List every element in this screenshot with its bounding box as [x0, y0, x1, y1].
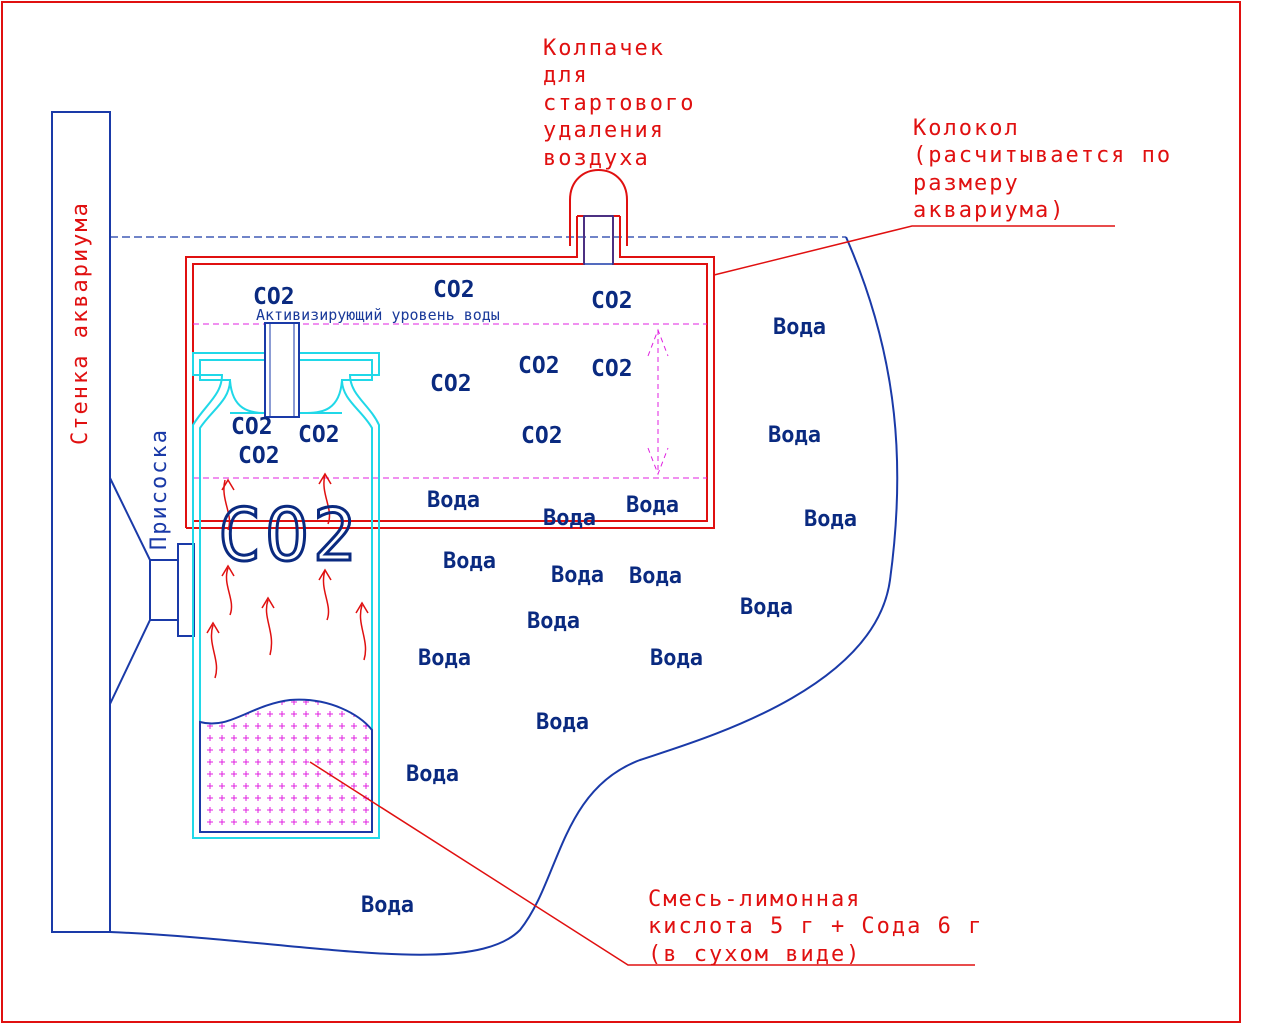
bell-leader-line — [713, 225, 1115, 276]
water-label: Вода — [418, 646, 471, 671]
bell-label: Колокол (расчитывается по размеру аквари… — [913, 116, 1172, 223]
co2-labels: CO2 CO2 CO2 CO2 CO2 CO2 CO2 CO2 CO2 CO2 — [231, 277, 633, 469]
co2-label: CO2 — [298, 422, 340, 448]
water-label: Вода — [650, 646, 703, 671]
water-label: Вода — [406, 762, 459, 787]
cap-label-line: воздуха — [543, 146, 650, 171]
powder-mixture — [199, 698, 373, 833]
gas-arrows — [206, 472, 369, 679]
co2-label: CO2 — [591, 356, 633, 382]
cap-label-line: стартового — [543, 91, 695, 116]
cap-label-line: для — [543, 63, 589, 88]
water-label: Вода — [543, 506, 596, 531]
mixture-label-line: Смесь-лимонная — [648, 887, 861, 912]
water-label: Вода — [427, 488, 480, 513]
activating-level-label: Активизирующий уровень воды — [256, 306, 500, 324]
aquarium-wall-label: Стенка аквариума — [68, 201, 93, 445]
aquarium-wall — [51, 111, 111, 933]
water-label: Вода — [536, 710, 589, 735]
level-arrow — [647, 328, 669, 476]
water-label: Вода — [626, 493, 679, 518]
bottle-neck-tube-inner — [269, 322, 295, 418]
mixture-label-line: кислота 5 г + Сода 6 г — [648, 914, 983, 939]
mixture-leader-line — [309, 761, 975, 966]
bell-label-line: аквариума) — [913, 198, 1065, 223]
bell-label-line: размеру — [913, 171, 1020, 196]
co2-label: CO2 — [231, 414, 273, 440]
water-label: Вода — [551, 563, 604, 588]
bell-label-line: (расчитывается по — [913, 143, 1172, 168]
water-outline — [109, 236, 899, 956]
cap-label: Колпачек для стартового удаления воздуха — [543, 36, 695, 171]
mixture-label: Смесь-лимонная кислота 5 г + Сода 6 г (в… — [648, 887, 983, 967]
co2-label: CO2 — [521, 423, 563, 449]
cap-label-line: удаления — [543, 118, 665, 143]
co2-label: CO2 — [433, 277, 475, 303]
co2-label: CO2 — [253, 284, 295, 310]
water-labels: Вода Вода Вода Вода Вода Вода Вода Вода … — [361, 315, 857, 918]
water-label: Вода — [629, 564, 682, 589]
water-label: Вода — [361, 893, 414, 918]
suction-cup-label: Присоска — [147, 428, 172, 550]
bell-tube — [583, 215, 614, 265]
water-label: Вода — [773, 315, 826, 340]
water-label: Вода — [804, 507, 857, 532]
water-label: Вода — [527, 609, 580, 634]
cap-label-line: Колпачек — [543, 36, 665, 61]
co2-label: CO2 — [518, 353, 560, 379]
bell-label-line: Колокол — [913, 116, 1020, 141]
water-label: Вода — [443, 549, 496, 574]
co2-label: CO2 — [238, 443, 280, 469]
co2-label: CO2 — [430, 371, 472, 397]
co2-label: CO2 — [591, 288, 633, 314]
co2-big-label: CO2 — [218, 493, 360, 577]
outer-frame — [1, 1, 1241, 1023]
water-label: Вода — [768, 423, 821, 448]
mixture-label-line: (в сухом виде) — [648, 942, 861, 967]
water-label: Вода — [740, 595, 793, 620]
suction-cup — [109, 477, 195, 705]
